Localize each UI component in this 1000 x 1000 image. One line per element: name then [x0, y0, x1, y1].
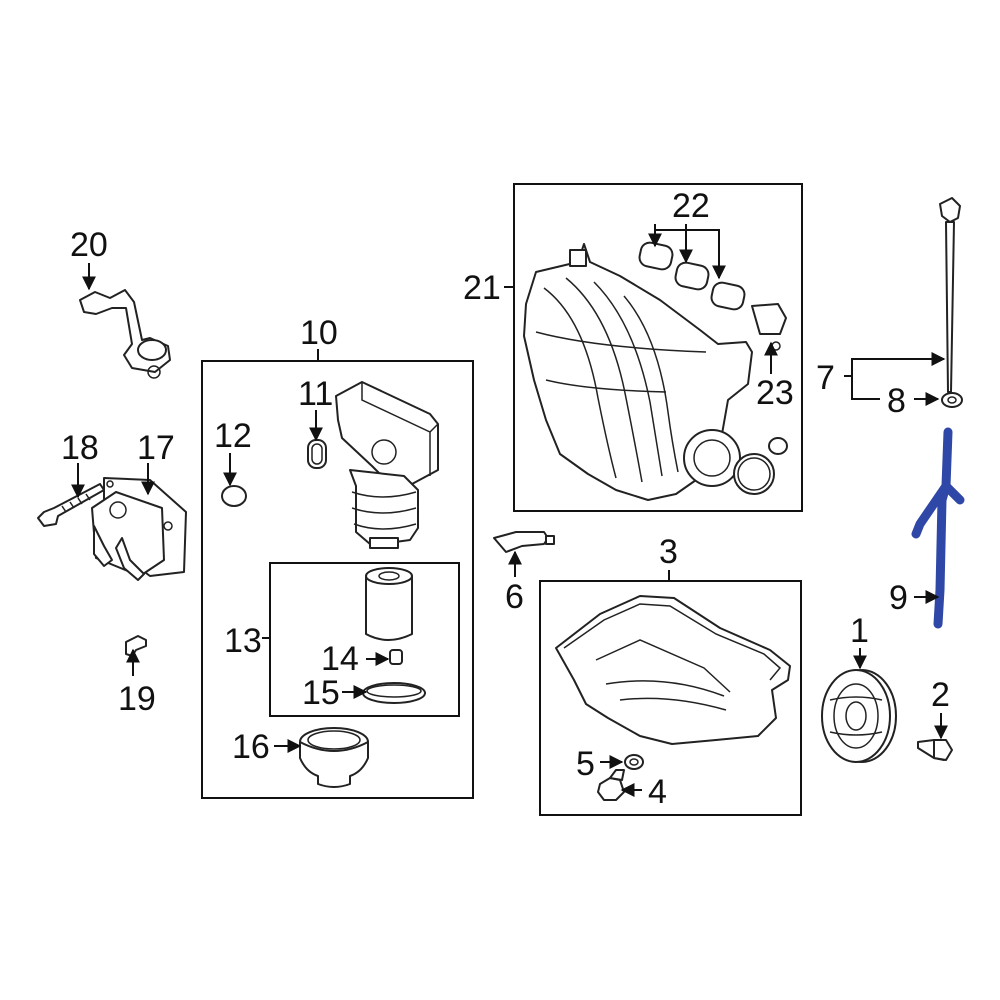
part-16-filter-cap[interactable] — [299, 727, 369, 788]
callout-2[interactable]: 2 — [931, 676, 950, 714]
part-21-orings[interactable] — [733, 437, 788, 495]
part-9-dipstick-tube[interactable] — [911, 427, 965, 629]
part-2-pulley-bolt[interactable] — [917, 739, 953, 761]
part-21-intake-manifold[interactable] — [523, 243, 753, 501]
box-oil-filter-housing — [201, 360, 474, 799]
callout-14[interactable]: 14 — [321, 640, 359, 678]
callout-8[interactable]: 8 — [887, 382, 906, 420]
callout-9[interactable]: 9 — [889, 579, 908, 617]
callout-22[interactable]: 22 — [672, 187, 710, 225]
box-filter-kit — [269, 562, 460, 717]
part-19-bolt[interactable] — [125, 635, 147, 657]
part-4-drain-bolt[interactable] — [597, 769, 625, 801]
part-17-oil-cooler[interactable] — [91, 477, 187, 581]
callout-16[interactable]: 16 — [232, 728, 270, 766]
part-20-sensor-bracket[interactable] — [79, 289, 171, 379]
callout-23[interactable]: 23 — [756, 374, 794, 412]
callout-21[interactable]: 21 — [463, 269, 501, 307]
part-5-washer[interactable] — [624, 754, 644, 770]
part-10-filter-housing[interactable] — [335, 381, 439, 549]
part-15-o-ring[interactable] — [362, 682, 426, 704]
leader-lines — [71, 224, 948, 797]
part-8-oring[interactable] — [941, 392, 963, 408]
callout-6[interactable]: 6 — [505, 578, 524, 616]
part-13-filter-element[interactable] — [365, 567, 413, 641]
part-3-oil-pan[interactable] — [555, 595, 791, 745]
callout-20[interactable]: 20 — [70, 226, 108, 264]
part-23-gasket[interactable] — [751, 303, 787, 351]
part-6-bracket[interactable] — [493, 531, 555, 553]
part-14-drain-plug[interactable] — [389, 649, 403, 665]
callout-5[interactable]: 5 — [576, 745, 595, 783]
part-12-clamp[interactable] — [221, 485, 247, 507]
callout-19[interactable]: 19 — [118, 680, 156, 718]
callout-7[interactable]: 7 — [816, 359, 835, 397]
callout-13[interactable]: 13 — [224, 622, 262, 660]
callout-4[interactable]: 4 — [648, 773, 667, 811]
part-18-bolt[interactable] — [37, 483, 105, 527]
box-oil-pan — [539, 580, 802, 816]
callout-10[interactable]: 10 — [300, 314, 338, 352]
callout-11[interactable]: 11 — [298, 375, 333, 413]
box-intake-manifold — [513, 183, 803, 512]
callout-17[interactable]: 17 — [137, 429, 175, 467]
callout-1[interactable]: 1 — [850, 612, 869, 650]
callout-15[interactable]: 15 — [302, 674, 340, 712]
part-11-seal[interactable] — [307, 439, 327, 469]
callout-18[interactable]: 18 — [61, 429, 99, 467]
part-1-crank-pulley[interactable] — [821, 669, 897, 763]
callout-12[interactable]: 12 — [214, 417, 252, 455]
callout-labels: 20 18 17 19 12 11 10 13 14 15 16 21 22 2… — [61, 187, 950, 811]
callout-3[interactable]: 3 — [659, 533, 678, 571]
part-7-dipstick[interactable] — [939, 197, 961, 393]
